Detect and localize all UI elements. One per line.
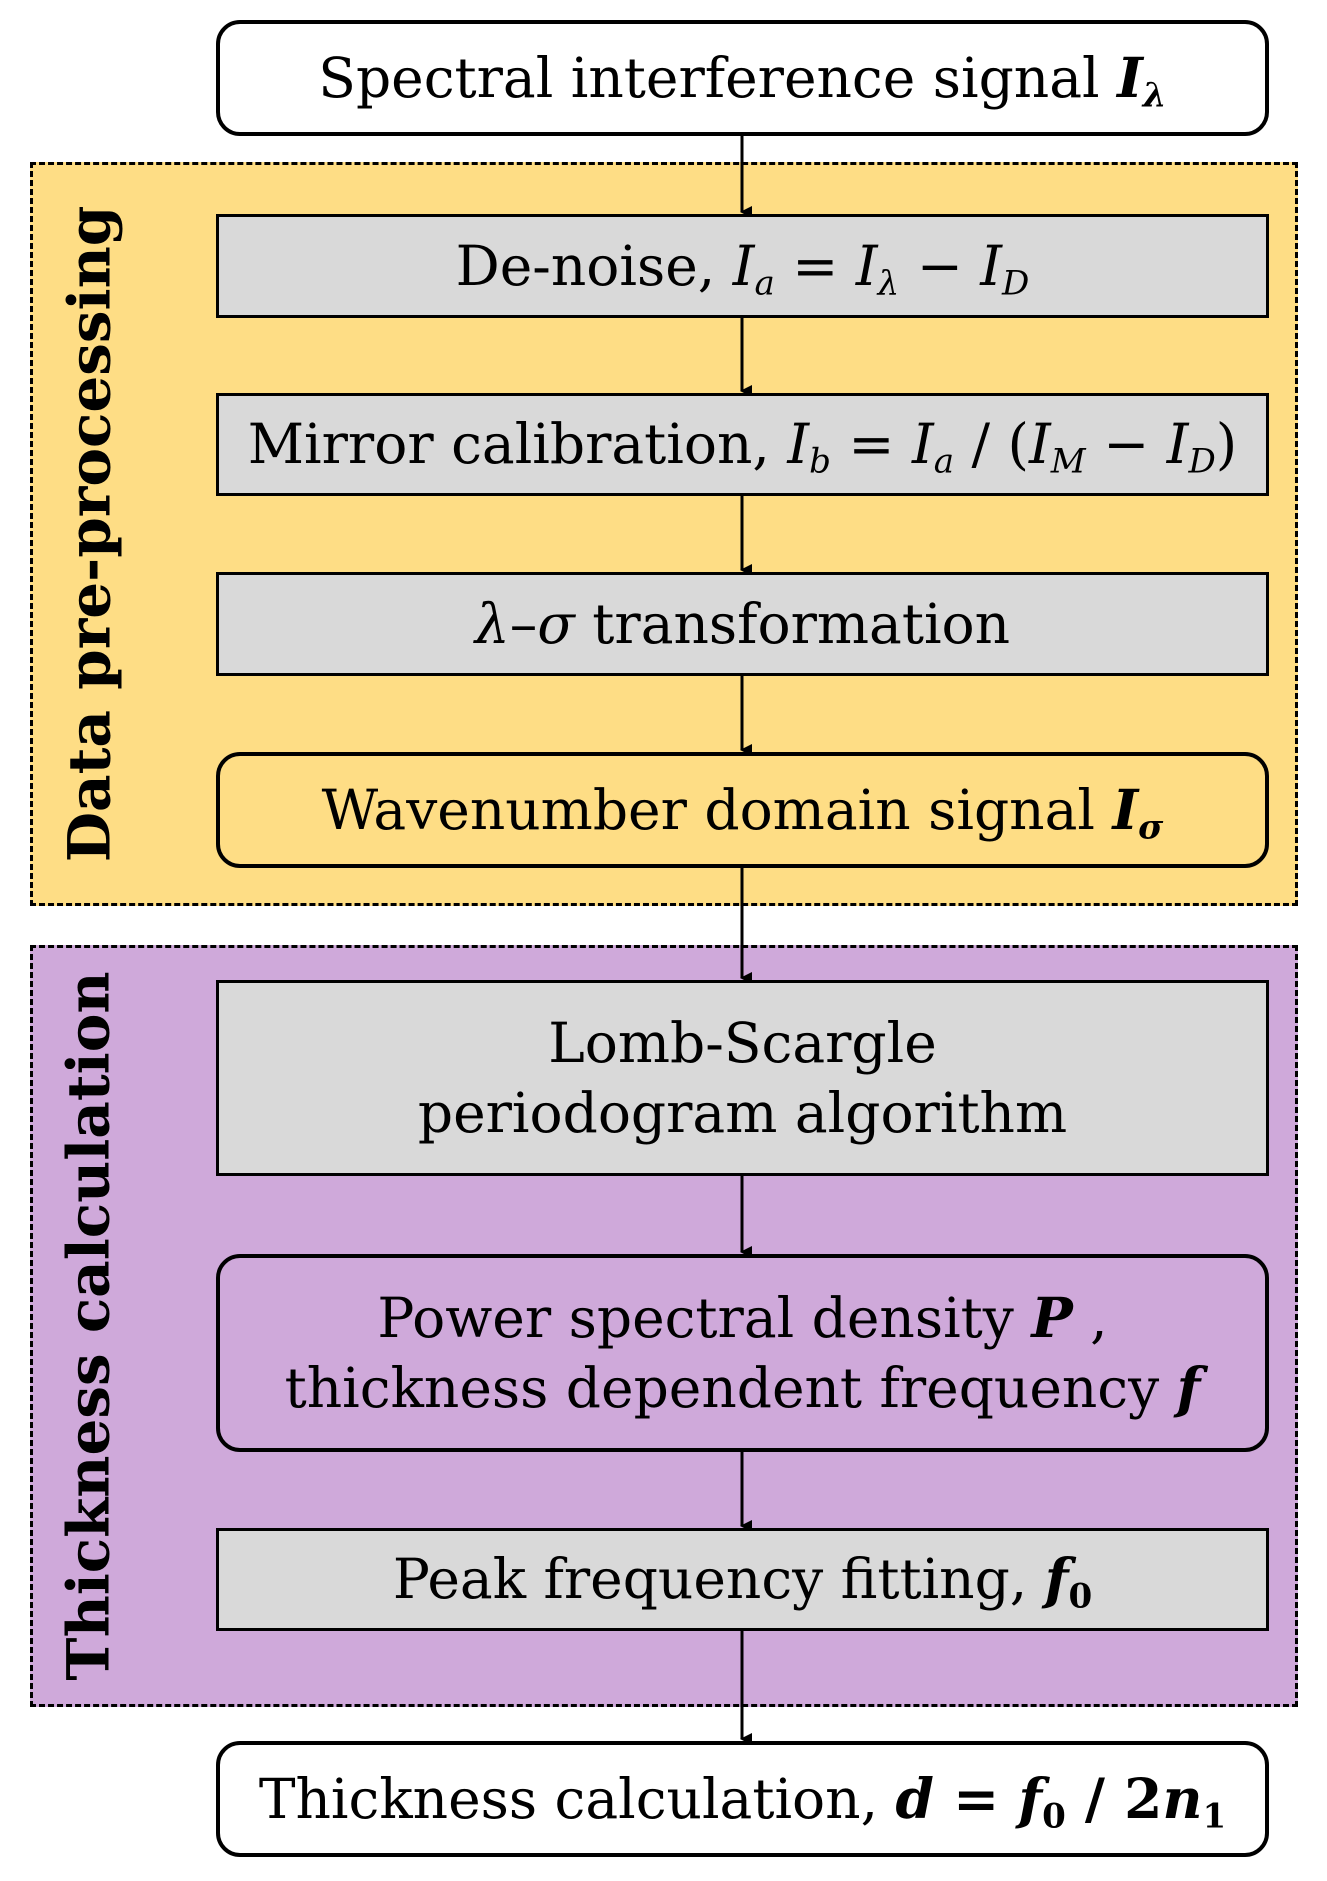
- output-two: 2: [1124, 1765, 1163, 1831]
- mirror-lhs: I: [787, 412, 810, 477]
- node-wavenumber-text: Wavenumber domain signal Iσ: [322, 775, 1164, 845]
- node-wavenumber-domain-signal: Wavenumber domain signal Iσ: [216, 752, 1269, 868]
- input-symbol-sub: λ: [1142, 75, 1167, 116]
- wavenumber-label: Wavenumber domain signal: [321, 777, 1113, 842]
- mirror-div: / (: [954, 412, 1030, 477]
- denoise-lhs: I: [732, 233, 755, 298]
- output-div: /: [1065, 1765, 1125, 1831]
- denoise-term2: I: [980, 233, 1003, 298]
- transform-sigma: σ: [537, 591, 575, 656]
- node-thickness-calculation-output: Thickness calculation, d = f0 / 2n1: [216, 1741, 1269, 1857]
- input-label: Spectral interference signal: [318, 45, 1118, 110]
- output-n: n: [1162, 1765, 1203, 1831]
- node-denoise: De-noise, Ia = Iλ − ID: [216, 214, 1269, 318]
- mirror-d1-sub: M: [1050, 441, 1086, 482]
- lombscargle-line2: periodogram algorithm: [417, 1081, 1068, 1145]
- psd-line1-label: Power spectral density: [377, 1285, 1032, 1350]
- mirror-num-sub: a: [933, 441, 955, 482]
- input-symbol: I: [1117, 44, 1143, 110]
- peak-label: Peak frequency fitting,: [392, 1547, 1045, 1612]
- mirror-lhs-sub: b: [809, 441, 831, 482]
- node-spectral-interference-signal-text: Spectral interference signal Iλ: [318, 43, 1166, 113]
- denoise-minus: −: [899, 233, 981, 298]
- node-denoise-text: De-noise, Ia = Iλ − ID: [456, 231, 1030, 301]
- psd-line1-tail: ,: [1072, 1285, 1108, 1350]
- lombscargle-line1: Lomb-Scargle: [548, 1010, 937, 1075]
- node-spectral-interference-signal: Spectral interference signal Iλ: [216, 20, 1269, 136]
- mirror-minus: −: [1085, 412, 1167, 477]
- wavenumber-symbol-sub: σ: [1138, 807, 1164, 848]
- wavenumber-symbol: I: [1112, 776, 1139, 842]
- output-f-sub: 0: [1042, 1796, 1066, 1837]
- node-transformation-text: λ–σ transformation: [475, 589, 1010, 659]
- node-power-spectral-density: Power spectral density P , thickness dep…: [216, 1254, 1269, 1452]
- psd-line1: Power spectral density P ,: [377, 1283, 1107, 1353]
- denoise-lhs-sub: a: [754, 263, 775, 304]
- node-lomb-scargle: Lomb-Scargle periodogram algorithm: [216, 980, 1269, 1176]
- denoise-term1-sub: λ: [877, 263, 900, 304]
- transform-label: transformation: [574, 591, 1011, 656]
- node-peak-frequency-fitting: Peak frequency fitting, f0: [216, 1528, 1269, 1631]
- transform-dash: –: [509, 591, 538, 656]
- mirror-d2-sub: D: [1188, 441, 1216, 482]
- output-eq: =: [934, 1765, 1019, 1831]
- mirror-close: ): [1215, 412, 1238, 477]
- mirror-d2: I: [1166, 412, 1189, 477]
- node-mirror-calibration: Mirror calibration, Ib = Ia / (IM − ID): [216, 393, 1269, 496]
- peak-symbol: f: [1044, 1546, 1069, 1612]
- peak-symbol-sub: 0: [1068, 1576, 1093, 1617]
- output-d: d: [895, 1765, 934, 1831]
- node-mirror-calibration-text: Mirror calibration, Ib = Ia / (IM − ID): [248, 409, 1238, 479]
- output-f: f: [1018, 1765, 1043, 1831]
- denoise-eq: =: [774, 233, 856, 298]
- denoise-term1: I: [855, 233, 878, 298]
- mirror-eq: =: [830, 412, 912, 477]
- node-peak-text: Peak frequency fitting, f0: [393, 1544, 1092, 1614]
- output-label: Thickness calculation,: [258, 1766, 896, 1831]
- mirror-num: I: [912, 412, 934, 477]
- denoise-term2-sub: D: [1002, 263, 1030, 304]
- psd-line2-label: thickness dependent frequency: [284, 1356, 1177, 1420]
- psd-line2: thickness dependent frequency f: [285, 1353, 1201, 1423]
- mirror-d1: I: [1029, 412, 1051, 477]
- transform-lambda: λ: [474, 591, 510, 656]
- denoise-label: De-noise,: [455, 233, 733, 298]
- output-n-sub: 1: [1202, 1796, 1227, 1837]
- psd-symbol-f: f: [1176, 1355, 1201, 1420]
- node-lambda-sigma-transformation: λ–σ transformation: [216, 572, 1269, 676]
- mirror-label: Mirror calibration,: [247, 412, 788, 477]
- node-output-text: Thickness calculation, d = f0 / 2n1: [259, 1764, 1226, 1834]
- psd-symbol-p: P: [1031, 1284, 1073, 1350]
